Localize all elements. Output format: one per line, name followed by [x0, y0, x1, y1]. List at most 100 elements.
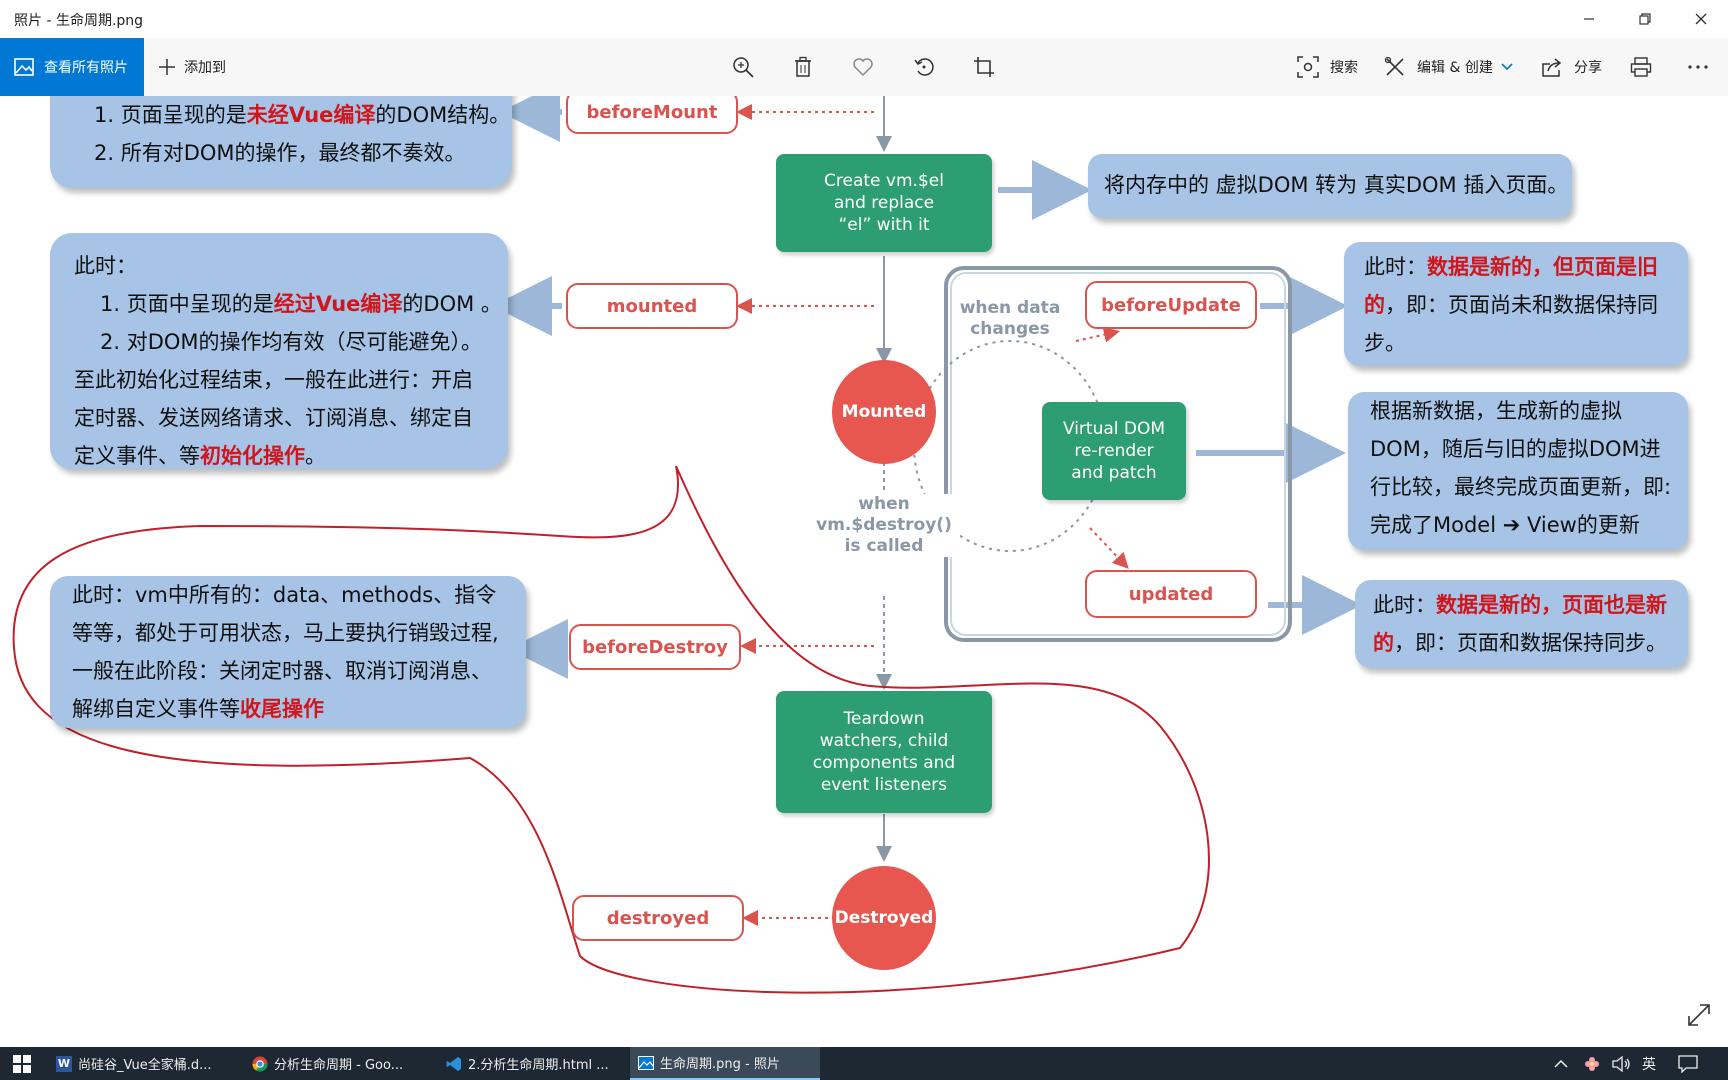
task-label: 分析生命周期 - Goo...: [274, 1058, 404, 1073]
window-title: 照片 - 生命周期.png: [14, 13, 144, 29]
note-line: 2. 所有对DOM的操作，最终都不奏效。: [94, 141, 466, 165]
note-line: 此时：vm中所有的：data、methods、指令: [72, 583, 497, 607]
view-all-photos-button[interactable]: 查看所有照片: [0, 38, 144, 96]
step-teardown-line: watchers, child: [819, 731, 949, 751]
more-icon: [1684, 53, 1712, 81]
restore-button[interactable]: [1622, 6, 1668, 32]
minimize-button[interactable]: [1566, 6, 1612, 32]
step-create-el-line: Create vm.$el: [824, 171, 944, 191]
trash-icon: [789, 53, 817, 81]
step-create-el-line: “el” with it: [838, 215, 930, 235]
taskbar: W 尚硅谷_Vue全家桶.d... 分析生命周期 - Goo... 2.分析生命…: [0, 1047, 1728, 1080]
diagram-connectors: [12, 96, 1362, 994]
task-label: 2.分析生命周期.html ...: [468, 1058, 609, 1073]
label-line: when: [858, 494, 910, 514]
note-line: 定义事件、等初始化操作。: [74, 444, 326, 468]
note-line: 1. 页面呈现的是未经Vue编译的DOM结构。: [94, 103, 511, 127]
restore-icon: [1639, 13, 1651, 25]
search-label: 搜索: [1330, 60, 1358, 76]
close-button[interactable]: [1678, 6, 1724, 32]
note-line: 的，即：页面尚未和数据保持同: [1364, 293, 1658, 317]
hook-updated: updated: [1085, 570, 1257, 618]
add-to-label: 添加到: [184, 60, 226, 76]
taskbar-item-photos[interactable]: 生命周期.png - 照片: [630, 1047, 820, 1080]
ime-indicator[interactable]: 英: [1642, 1056, 1656, 1073]
label-line: vm.$destroy(): [816, 515, 952, 535]
step-teardown-line: Teardown: [843, 709, 925, 729]
vscode-icon: [446, 1056, 461, 1071]
photo-icon: [14, 58, 34, 76]
note-line: 步。: [1364, 331, 1406, 355]
rotate-icon: [910, 53, 938, 81]
taskbar-item-word[interactable]: W 尚硅谷_Vue全家桶.d...: [48, 1047, 238, 1080]
chrome-icon: [252, 1056, 268, 1072]
chevron-up-icon: [1554, 1059, 1568, 1068]
crop-icon: [970, 53, 998, 81]
volume-button[interactable]: [1612, 1047, 1632, 1080]
more-button[interactable]: [1684, 38, 1712, 96]
close-icon: [1695, 13, 1707, 25]
notification-button[interactable]: [1678, 1047, 1698, 1080]
note-line: 此时：: [74, 254, 137, 278]
title-bar: 照片 - 生命周期.png: [0, 0, 1728, 39]
tray-app-icon[interactable]: [1584, 1047, 1600, 1080]
favorite-button[interactable]: [849, 38, 877, 96]
note-before-destroy: 此时：vm中所有的：data、methods、指令 等等，都处于可用状态，马上要…: [50, 576, 526, 728]
start-button[interactable]: [0, 1047, 44, 1080]
step-vdom-line: Virtual DOM: [1062, 419, 1166, 439]
note-line: 根据新数据，生成新的虚拟: [1370, 399, 1622, 423]
edit-create-label: 编辑 & 创建: [1417, 60, 1493, 76]
notification-icon: [1678, 1054, 1698, 1073]
step-vdom-line: and patch: [1071, 463, 1157, 483]
image-canvas: beforeMount mounted beforeUpdate updated…: [0, 96, 1728, 1047]
crop-button[interactable]: [970, 38, 998, 96]
note-line: 等等，都处于可用状态，马上要执行销毁过程,: [72, 621, 499, 645]
zoom-in-icon: [729, 53, 757, 81]
rotate-button[interactable]: [910, 38, 938, 96]
add-to-button[interactable]: 添加到: [158, 38, 226, 96]
taskbar-item-vscode[interactable]: 2.分析生命周期.html ...: [438, 1047, 628, 1080]
share-button[interactable]: 分享: [1538, 38, 1602, 96]
note-line: 至此初始化过程结束，一般在此进行：开启: [74, 368, 473, 392]
note-mounted: 此时： 1. 页面中呈现的是经过Vue编译的DOM 。 2. 对DOM的操作均有…: [50, 233, 508, 469]
label-line: changes: [970, 319, 1050, 339]
step-teardown-line: event listeners: [820, 775, 948, 795]
note-before-mount: 1. 页面呈现的是未经Vue编译的DOM结构。 2. 所有对DOM的操作，最终都…: [50, 96, 512, 188]
step-teardown: Teardown watchers, child components and …: [776, 691, 992, 813]
note-line: DOM，随后与旧的虚拟DOM进: [1370, 437, 1661, 461]
search-button[interactable]: 搜索: [1294, 38, 1358, 96]
step-create-el: Create vm.$el and replace “el” with it: [776, 154, 992, 252]
note-create-el: 将内存中的 虚拟DOM 转为 真实DOM 插入页面。: [1088, 154, 1572, 218]
photo-icon: [638, 1055, 654, 1070]
taskbar-item-chrome[interactable]: 分析生命周期 - Goo...: [244, 1047, 434, 1080]
share-label: 分享: [1574, 60, 1602, 76]
print-button[interactable]: [1627, 38, 1655, 96]
note-line: 行比较，最终完成页面更新，即:: [1370, 475, 1672, 499]
state-mounted: Mounted: [832, 360, 936, 464]
windows-icon: [13, 1054, 31, 1073]
zoom-button[interactable]: [729, 38, 757, 96]
step-create-el-line: and replace: [833, 193, 935, 213]
note-line: 完成了Model ➔ View的更新: [1370, 513, 1640, 537]
label-line: is called: [844, 536, 924, 556]
tray-chevron[interactable]: [1554, 1047, 1568, 1080]
edit-create-button[interactable]: 编辑 & 创建: [1381, 38, 1513, 96]
expand-icon[interactable]: [1686, 1002, 1712, 1028]
note-line: 2. 对DOM的操作均有效（尽可能避免）。: [100, 330, 483, 354]
label-when-destroy-called: when vm.$destroy() is called: [808, 494, 960, 557]
speaker-icon: [1612, 1055, 1630, 1072]
note-line: 定时器、发送网络请求、订阅消息、绑定自: [74, 406, 473, 430]
visual-search-icon: [1294, 53, 1322, 81]
heart-icon: [849, 53, 877, 81]
step-vdom-line: re-render: [1074, 441, 1154, 461]
hook-destroyed: destroyed: [572, 895, 744, 941]
note-line: 的，即：页面和数据保持同步。: [1373, 631, 1667, 655]
hook-before-destroy: beforeDestroy: [569, 624, 741, 670]
note-line: 一般在此阶段：关闭定时器、取消订阅消息、: [72, 659, 492, 683]
note-line: 此时：数据是新的，但页面是旧: [1364, 255, 1658, 279]
delete-button[interactable]: [789, 38, 817, 96]
word-icon: W: [56, 1055, 72, 1072]
flower-icon: [1585, 1056, 1599, 1071]
note-before-update: 此时：数据是新的，但页面是旧 的，即：页面尚未和数据保持同 步。: [1344, 242, 1688, 366]
note-line: 1. 页面中呈现的是经过Vue编译的DOM 。: [100, 292, 502, 316]
